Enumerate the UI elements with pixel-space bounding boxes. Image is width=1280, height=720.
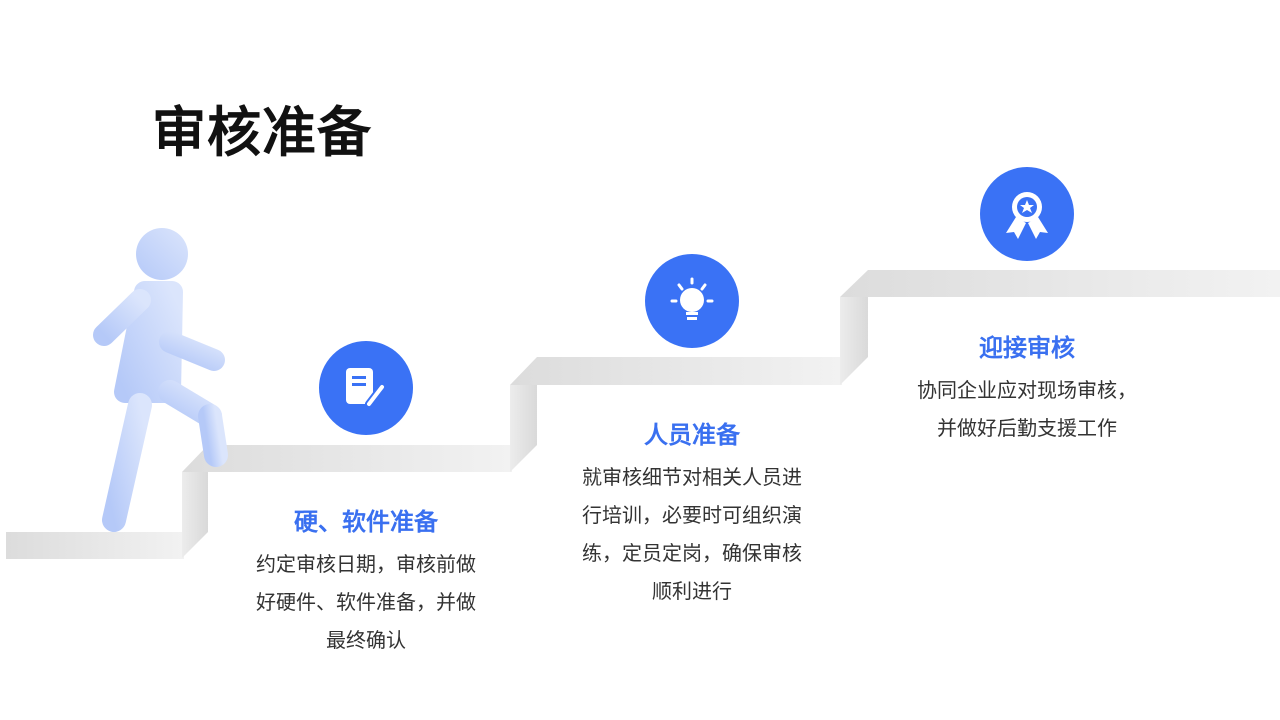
step-personnel-prep: 人员准备 就审核细节对相关人员进行培训，必要时可组织演练，定员定岗，确保审核顺利…: [542, 419, 842, 611]
step-description: 就审核细节对相关人员进行培训，必要时可组织演练，定员定岗，确保审核顺利进行: [582, 467, 802, 603]
document-edit-icon: [319, 341, 413, 435]
walking-person-figure: [93, 228, 228, 532]
step-heading: 迎接审核: [979, 335, 1075, 362]
step-description: 协同企业应对现场审核，并做好后勤支援工作: [917, 380, 1137, 440]
award-badge-icon: [980, 167, 1074, 261]
step-description: 约定审核日期，审核前做好硬件、软件准备，并做最终确认: [256, 554, 476, 652]
step-heading: 硬、软件准备: [294, 509, 438, 536]
step-heading: 人员准备: [644, 422, 740, 449]
step-receive-audit: 迎接审核 协同企业应对现场审核，并做好后勤支援工作: [877, 332, 1177, 448]
lightbulb-icon: [645, 254, 739, 348]
stairs: [6, 270, 1280, 559]
step-hardware-software-prep: 硬、软件准备 约定审核日期，审核前做好硬件、软件准备，并做最终确认: [216, 506, 516, 660]
page-title: 审核准备: [152, 103, 372, 163]
